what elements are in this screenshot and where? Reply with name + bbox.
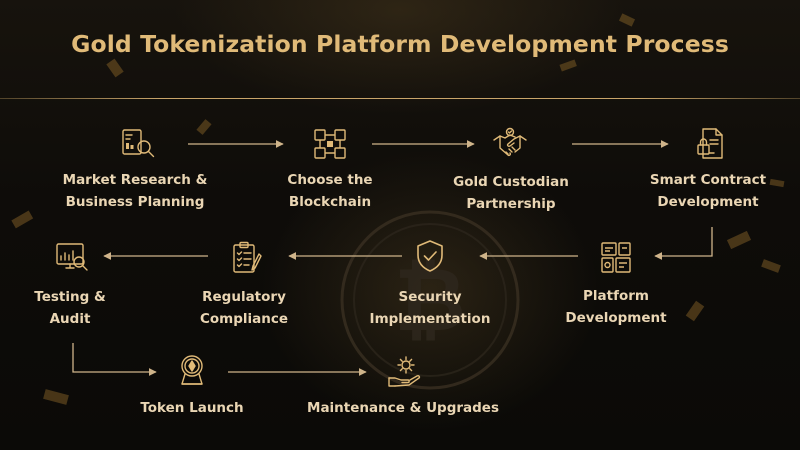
magnifier-document-icon <box>120 126 156 162</box>
token-coin-icon <box>174 352 210 388</box>
background-gold-flakes <box>11 13 785 405</box>
locked-contract-icon <box>694 126 730 162</box>
chart-magnifier-icon <box>54 240 90 276</box>
gear-hand-icon <box>386 354 422 390</box>
step-label-maintenance-upgrades: Maintenance & Upgrades <box>307 400 499 416</box>
arrow-testing-to-token-launch <box>72 343 157 376</box>
shield-check-icon <box>412 238 448 274</box>
arrow-smart-contract-to-platform <box>654 227 713 260</box>
blockchain-blocks-icon <box>312 126 348 162</box>
step-label-token-launch: Token Launch <box>140 400 244 416</box>
platform-modules-icon <box>598 240 634 276</box>
title-divider <box>0 98 800 99</box>
svg-text:₿: ₿ <box>394 248 466 351</box>
page-title: Gold Tokenization Platform Development P… <box>71 30 729 58</box>
clipboard-checklist-icon <box>228 240 264 276</box>
step-label-market-research: Market Research &Business Planning <box>62 172 208 210</box>
background-coin <box>340 210 520 390</box>
step-label-testing-audit: Testing &Audit <box>34 289 106 327</box>
handshake-icon <box>492 126 528 162</box>
